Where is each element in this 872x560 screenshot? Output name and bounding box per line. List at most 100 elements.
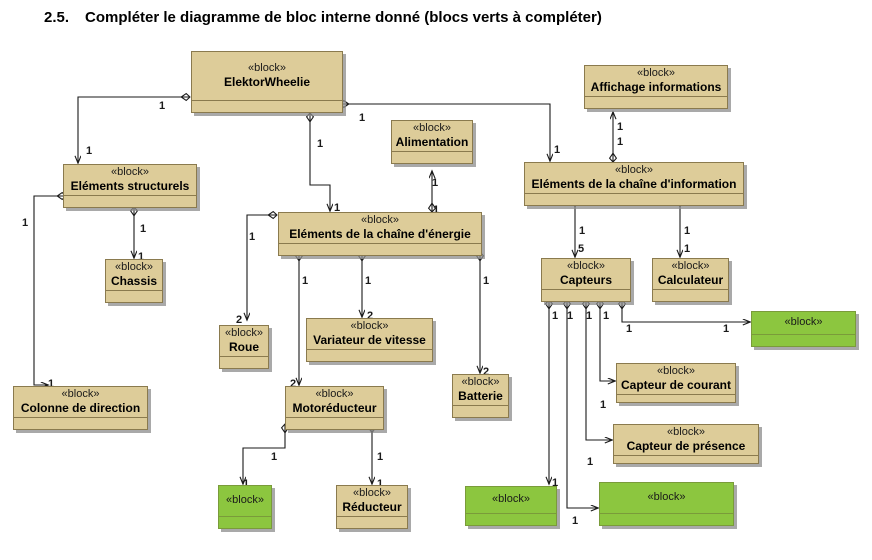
block-variateur-de-vitesse[interactable]: «block» Variateur de vitesse xyxy=(306,318,433,362)
block-colonne-de-direction[interactable]: «block» Colonne de direction xyxy=(13,386,148,430)
block-name: Affichage informations xyxy=(590,80,722,94)
block-stereotype: «block» xyxy=(492,493,530,505)
multiplicity-label: 1 xyxy=(552,477,559,489)
multiplicity-label: 1 xyxy=(48,378,55,390)
block-roue[interactable]: «block» Roue xyxy=(219,325,269,369)
block-header: «block» Réducteur xyxy=(337,486,407,516)
multiplicity-label: 1 xyxy=(432,177,439,189)
multiplicity-label: 1 xyxy=(626,323,633,335)
block-todo-right[interactable]: «block» xyxy=(751,311,856,347)
block-header: «block» Affichage informations xyxy=(585,66,727,96)
block-name: Motoréducteur xyxy=(292,401,377,415)
block-stereotype: «block» xyxy=(353,487,391,499)
multiplicity-label: 5 xyxy=(578,243,585,255)
block-header: «block» Variateur de vitesse xyxy=(307,319,432,349)
block-header: «block» Calculateur xyxy=(653,259,728,289)
block-stereotype: «block» xyxy=(671,260,710,272)
multiplicity-label: 1 xyxy=(587,456,594,468)
block-name: Roue xyxy=(229,340,259,354)
block-header: «block» xyxy=(752,312,855,334)
block-stereotype: «block» xyxy=(350,320,389,332)
block-header: «block» Capteur de présence xyxy=(614,425,758,455)
block-compartment xyxy=(286,417,383,429)
block-name: Réducteur xyxy=(342,500,402,514)
multiplicity-label: 1 xyxy=(603,310,610,322)
multiplicity-label: 1 xyxy=(433,204,440,216)
block-stereotype: «block» xyxy=(413,122,451,134)
block-todo-moteur[interactable]: «block» xyxy=(218,485,272,529)
block-header: «block» xyxy=(219,486,271,516)
block-header: «block» xyxy=(466,487,556,513)
multiplicity-label: 1 xyxy=(554,144,561,156)
block-name: Capteur de présence xyxy=(626,439,746,453)
block-compartment xyxy=(617,394,735,402)
block-chaine-information[interactable]: «block» Eléments de la chaîne d'informat… xyxy=(524,162,744,206)
block-stereotype: «block» xyxy=(115,261,153,273)
block-stereotype: «block» xyxy=(647,491,686,503)
multiplicity-label: 1 xyxy=(86,145,93,157)
block-chaine-energie[interactable]: «block» Eléments de la chaîne d'énergie xyxy=(278,212,482,256)
block-stereotype: «block» xyxy=(225,327,263,339)
multiplicity-label: 1 xyxy=(140,223,147,235)
block-stereotype: «block» xyxy=(567,260,605,272)
block-elektorwheelie[interactable]: «block» ElektorWheelie xyxy=(191,51,343,113)
multiplicity-label: 1 xyxy=(159,100,166,112)
block-compartment xyxy=(542,289,630,301)
multiplicity-label: 1 xyxy=(138,251,145,263)
block-todo-bottom-left[interactable]: «block» xyxy=(465,486,557,526)
page-title-number: 2.5. xyxy=(44,8,70,26)
block-todo-bottom-middle[interactable]: «block» xyxy=(599,482,734,526)
block-compartment xyxy=(585,96,727,108)
multiplicity-label: 1 xyxy=(359,112,366,124)
block-compartment xyxy=(392,151,472,163)
block-stereotype: «block» xyxy=(111,166,149,178)
block-header: «block» Alimentation xyxy=(392,121,472,151)
block-header: «block» Capteur de courant xyxy=(617,364,735,394)
block-stereotype: «block» xyxy=(248,62,286,74)
block-compartment xyxy=(106,290,162,302)
block-capteur-de-presence[interactable]: «block» Capteur de présence xyxy=(613,424,759,464)
multiplicity-label: 1 xyxy=(271,451,278,463)
block-alimentation[interactable]: «block» Alimentation xyxy=(391,120,473,164)
block-stereotype: «block» xyxy=(615,164,653,176)
block-name: Variateur de vitesse xyxy=(313,333,426,347)
block-compartment xyxy=(337,516,407,528)
block-capteurs[interactable]: «block» Capteurs xyxy=(541,258,631,302)
block-affichage-informations[interactable]: «block» Affichage informations xyxy=(584,65,728,109)
multiplicity-label: 1 xyxy=(579,225,586,237)
block-compartment xyxy=(219,516,271,528)
block-motoreducteur[interactable]: «block» Motoréducteur xyxy=(285,386,384,430)
link-ew-chaine-energie xyxy=(310,113,330,211)
block-compartment xyxy=(752,334,855,346)
multiplicity-label: 2 xyxy=(367,310,374,322)
block-name: Eléments de la chaîne d'information xyxy=(531,177,737,191)
block-compartment xyxy=(600,513,733,525)
link-capteurs-green-bottom-mid xyxy=(567,300,598,508)
block-stereotype: «block» xyxy=(61,388,100,400)
block-stereotype: «block» xyxy=(361,214,399,226)
block-reducteur[interactable]: «block» Réducteur xyxy=(336,485,408,529)
block-header: «block» Motoréducteur xyxy=(286,387,383,417)
block-header: «block» Eléments structurels xyxy=(64,165,196,195)
block-batterie[interactable]: «block» Batterie xyxy=(452,374,509,418)
block-stereotype: «block» xyxy=(657,365,695,377)
multiplicity-label: 1 xyxy=(377,451,384,463)
block-chassis[interactable]: «block» Chassis xyxy=(105,259,163,303)
block-stereotype: «block» xyxy=(667,426,705,438)
block-header: «block» Batterie xyxy=(453,375,508,405)
block-capteur-de-courant[interactable]: «block» Capteur de courant xyxy=(616,363,736,403)
block-compartment xyxy=(14,417,147,429)
multiplicity-label: 1 xyxy=(572,515,579,527)
multiplicity-label: 2 xyxy=(483,366,490,378)
block-stereotype: «block» xyxy=(637,67,675,79)
multiplicity-label: 1 xyxy=(243,478,250,490)
block-elements-structurels[interactable]: «block» Eléments structurels xyxy=(63,164,197,208)
multiplicity-label: 1 xyxy=(334,202,341,214)
block-name: ElektorWheelie xyxy=(223,75,311,89)
block-name: Colonne de direction xyxy=(20,401,141,415)
multiplicity-label: 1 xyxy=(617,121,624,133)
block-name: Batterie xyxy=(458,389,503,403)
block-name: Eléments de la chaîne d'énergie xyxy=(289,227,471,241)
block-calculateur[interactable]: «block» Calculateur xyxy=(652,258,729,302)
